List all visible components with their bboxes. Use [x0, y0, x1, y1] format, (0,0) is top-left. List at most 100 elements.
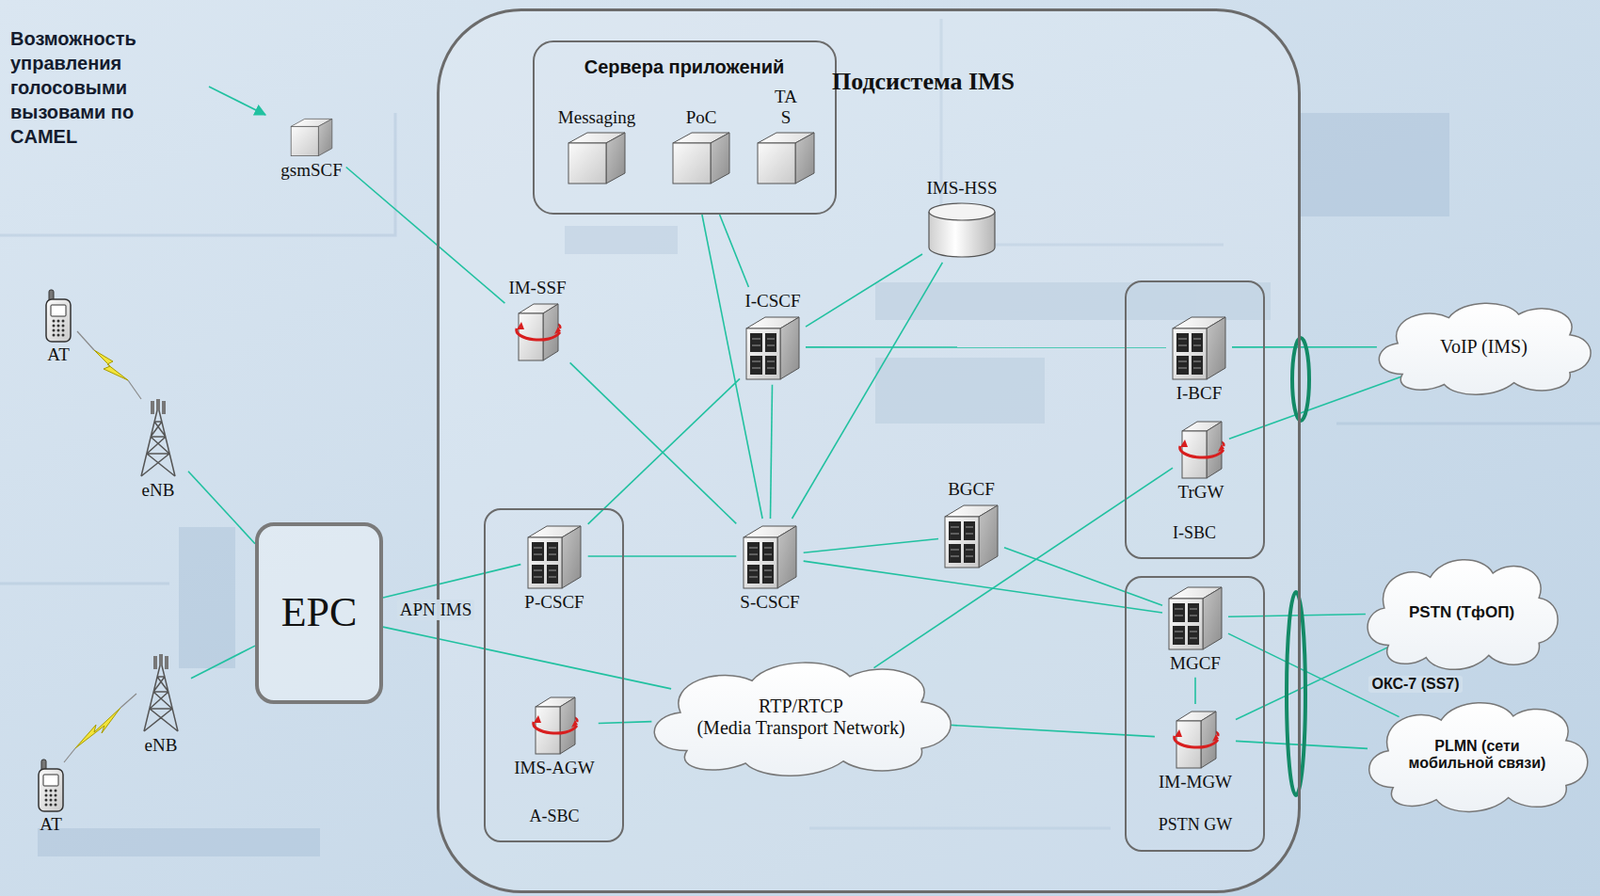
app-server: PoC: [666, 103, 736, 191]
device-icon: [1169, 313, 1229, 382]
node-label: TrGW: [1178, 481, 1225, 503]
node-label: Подсистема IMS: [832, 67, 1015, 96]
interface-label: APN IMS: [397, 599, 476, 621]
device-icon: [1169, 313, 1229, 382]
device-icon: [754, 129, 817, 187]
node-label: VoIP (IMS): [1440, 336, 1528, 358]
device-icon: [1176, 417, 1226, 480]
media-cloud: RTP/RTCP(Media Transport Network): [638, 653, 964, 781]
node-label: RTP/RTCP: [758, 695, 844, 718]
node-label: PLMN (сети мобильной связи): [1394, 737, 1560, 773]
user-terminal: АТ: [40, 286, 77, 369]
interface-ring: [1286, 592, 1306, 796]
node-label: IM-SSF: [508, 277, 566, 299]
epc-box: EPC: [255, 522, 384, 704]
sbc-group: I-SBCI-BCFTrGW: [1124, 280, 1265, 560]
device-icon: [36, 759, 65, 813]
node-label: АТ: [39, 814, 63, 835]
device-icon: [565, 129, 628, 187]
cloud-text: PLMN (сети мобильной связи): [1357, 693, 1598, 816]
ssf-gateway: IM-SSF: [504, 273, 570, 367]
node-label: IM-MGW: [1158, 771, 1232, 793]
device-icon: [1170, 707, 1220, 770]
node-label: (Media Transport Network): [696, 717, 905, 739]
device-icon: [525, 522, 584, 591]
node-label: IMS-HSS: [927, 177, 998, 199]
connector-line: [598, 721, 653, 724]
network-cloud: PLMN (сети мобильной связи): [1357, 693, 1598, 816]
node-label: АТ: [47, 344, 70, 366]
device-icon: [131, 399, 185, 479]
node-label: EPC: [281, 589, 358, 638]
connector-line: [346, 167, 506, 304]
device-icon: [525, 522, 584, 591]
device-icon: [529, 693, 579, 756]
base-station: eNB: [128, 395, 189, 505]
gsmscf-server: gsmSCF: [276, 112, 346, 185]
device-icon: [743, 313, 802, 382]
base-station: eNB: [130, 650, 192, 760]
device-icon: [670, 129, 733, 187]
node-label: IMS-AGW: [513, 757, 595, 779]
media-gateway: TrGW: [1172, 414, 1230, 507]
device-icon: [131, 399, 185, 479]
callout-arrow: [208, 86, 266, 115]
node-label: P-CSCF: [524, 592, 584, 613]
pstn-gw-group: PSTN GWMGCFIM-MGW: [1124, 576, 1265, 852]
device-icon: [942, 501, 1001, 570]
connector-line: [803, 560, 1163, 613]
cscf-server: P-CSCF: [520, 518, 588, 617]
connector-line: [1235, 740, 1368, 749]
connector-line: [874, 467, 1174, 668]
callout-note-holder: Возможность управления голосовыми вызова…: [10, 26, 176, 149]
node-label: PSTN GW: [1158, 815, 1233, 835]
device-icon: [529, 693, 579, 756]
callout-note: Возможность управления голосовыми вызова…: [10, 26, 176, 149]
device-icon: [926, 200, 998, 259]
node-label: Messaging: [558, 107, 636, 128]
bgcf-server: BGCF: [938, 475, 1005, 574]
device-icon: [512, 300, 562, 363]
interface-label-holder: APN IMS: [397, 599, 476, 621]
device-icon: [44, 289, 73, 343]
bcf-server: I-BCF: [1166, 309, 1232, 408]
device-icon: [36, 759, 65, 813]
node-label: eNB: [144, 735, 178, 756]
node-label: eNB: [142, 480, 176, 501]
node-label: PSTN (ТфОП): [1408, 603, 1515, 623]
connector-line: [702, 214, 763, 519]
node-label: Сервера приложений: [584, 56, 785, 79]
device-icon: [942, 501, 1001, 570]
signalling-label-holder: ОКС-7 (SS7): [1368, 675, 1462, 693]
device-icon: [134, 654, 188, 734]
connector-line: [588, 555, 737, 558]
connector-line: [1228, 614, 1366, 618]
connector-line: [805, 346, 1167, 349]
user-terminal: АТ: [32, 755, 69, 839]
cloud-text: RTP/RTCP(Media Transport Network): [638, 653, 964, 781]
device-icon: [926, 200, 998, 259]
connector-line: [805, 254, 923, 327]
cscf-server: I-CSCF: [739, 287, 806, 385]
media-gateway: IMS-AGW: [510, 689, 599, 783]
sbc-group: A-SBCP-CSCFIMS-AGW: [483, 508, 624, 843]
node-label: S-CSCF: [739, 592, 800, 613]
signalling-label: ОКС-7 (SS7): [1368, 675, 1462, 693]
media-gateway: IM-MGW: [1154, 704, 1236, 797]
network-cloud: PSTN (ТфОП): [1357, 550, 1567, 674]
node-label: I-CSCF: [744, 290, 800, 312]
app-server-group: Сервера приложенийMessaging PoC TA S: [532, 40, 837, 215]
device-icon: [740, 522, 800, 591]
ims-subsystem: Подсистема IMSСервера приложенийMessagin…: [436, 8, 1301, 894]
connector-line: [188, 471, 256, 544]
device-icon: [134, 654, 188, 734]
node-label: TA S: [771, 86, 800, 128]
connector-line: [1229, 376, 1403, 440]
connector-line: [383, 626, 672, 689]
device-icon: [743, 313, 802, 382]
device-icon: [44, 289, 73, 343]
connector-line: [191, 645, 256, 679]
connector-line: [1235, 647, 1389, 720]
connector-line: [792, 262, 944, 519]
